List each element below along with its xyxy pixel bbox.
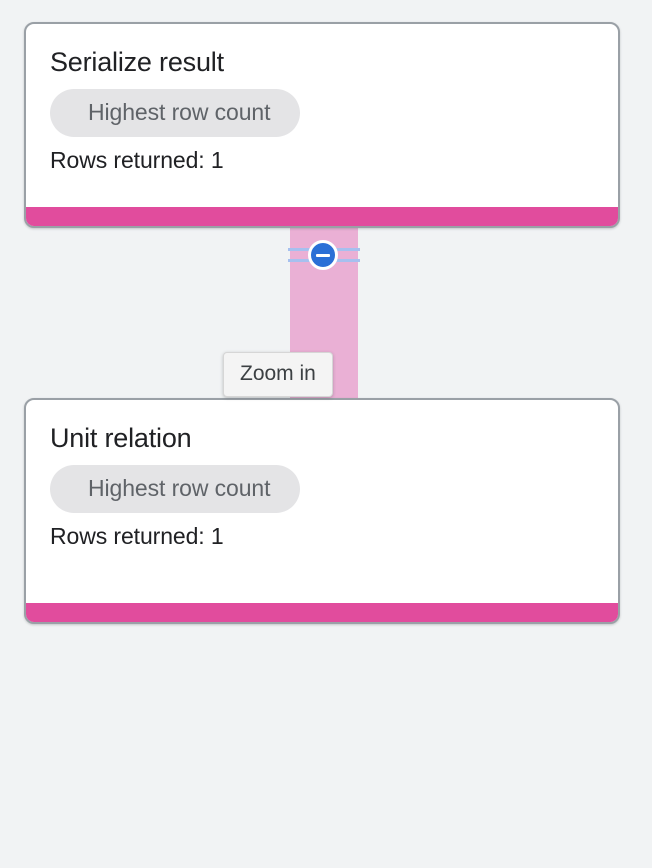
node-card-serialize-result[interactable]: Serialize result Highest row count Rows … <box>24 22 620 228</box>
node-body: Unit relation Highest row count Rows ret… <box>26 400 618 603</box>
tooltip-zoom-in: Zoom in <box>223 352 333 397</box>
node-card-unit-relation[interactable]: Unit relation Highest row count Rows ret… <box>24 398 620 624</box>
node-title: Unit relation <box>50 423 192 453</box>
node-badge-highest-row-count: Highest row count <box>50 89 301 137</box>
minus-circle-icon[interactable] <box>308 240 338 270</box>
node-accent-bar <box>26 603 618 622</box>
node-body: Serialize result Highest row count Rows … <box>26 24 618 207</box>
node-accent-bar <box>26 207 618 226</box>
node-rows-returned: Rows returned: 1 <box>50 147 224 173</box>
edge-collapse-handle[interactable] <box>286 240 362 270</box>
node-badge-highest-row-count: Highest row count <box>50 465 301 513</box>
node-title: Serialize result <box>50 47 224 77</box>
node-rows-returned: Rows returned: 1 <box>50 523 224 549</box>
minus-glyph <box>316 253 330 257</box>
